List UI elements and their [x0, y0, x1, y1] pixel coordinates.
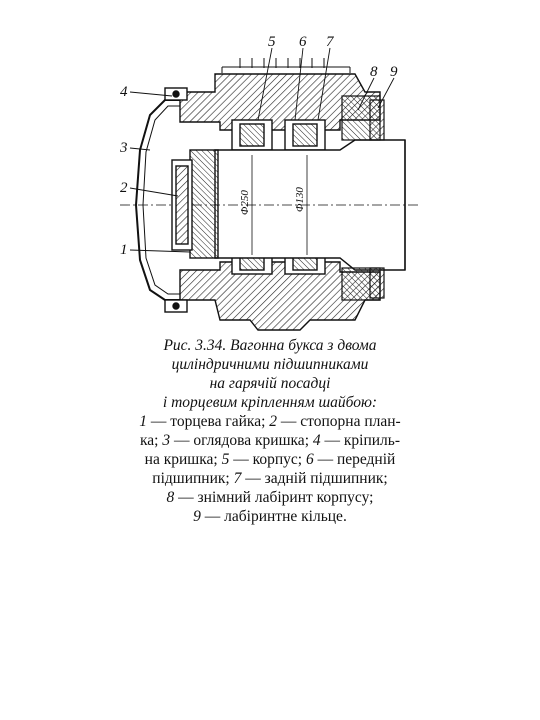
legend-line: на кришка; 5 — корпус; 6 — передній [144, 451, 396, 468]
caption-title-line: циліндричними підшипниками [171, 356, 369, 373]
dimension-d130: Φ130 [294, 187, 306, 212]
leader-lines [129, 47, 395, 253]
legend-line: підшипник; 7 — задній підшипник; [152, 470, 388, 487]
legend-line: 9 — лабіринтне кільце. [193, 508, 347, 525]
callout-7: 7 [326, 34, 335, 50]
callout-2: 2 [120, 180, 128, 196]
housing [179, 73, 381, 331]
caption-title: Рис. 3.34. Вагонна букса з двома циліндр… [90, 336, 450, 412]
legend-line: ка; 3 — оглядова кришка; 4 — кріпиль- [139, 432, 401, 449]
load-arrows [221, 58, 351, 73]
end-cover [134, 87, 219, 313]
caption-title-line: на гарячій посадці [209, 375, 331, 392]
dimension-d250: Φ250 [239, 190, 251, 215]
figure-caption: Рис. 3.34. Вагонна букса з двома циліндр… [90, 336, 450, 526]
axle-journal [120, 139, 420, 271]
legend-line: 1 — торцева гайка; 2 — стопорна план- [139, 413, 401, 430]
callout-4: 4 [120, 84, 128, 100]
caption-title-line: Рис. 3.34. Вагонна букса з двома [163, 337, 377, 354]
legend-line: 8 — знімний лабіринт корпусу; [166, 489, 374, 506]
axlebox-drawing: Φ250 Φ130 4 3 2 1 5 6 7 8 9 [119, 34, 420, 331]
callout-9: 9 [390, 64, 398, 80]
callout-6: 6 [299, 34, 307, 50]
caption-legend: 1 — торцева гайка; 2 — стопорна план- ка… [90, 412, 450, 526]
callout-8: 8 [370, 64, 378, 80]
caption-title-line: і торцевим кріпленням шайбою: [162, 394, 378, 411]
callout-1: 1 [120, 242, 128, 258]
callout-5: 5 [268, 34, 276, 50]
callout-3: 3 [119, 140, 128, 156]
